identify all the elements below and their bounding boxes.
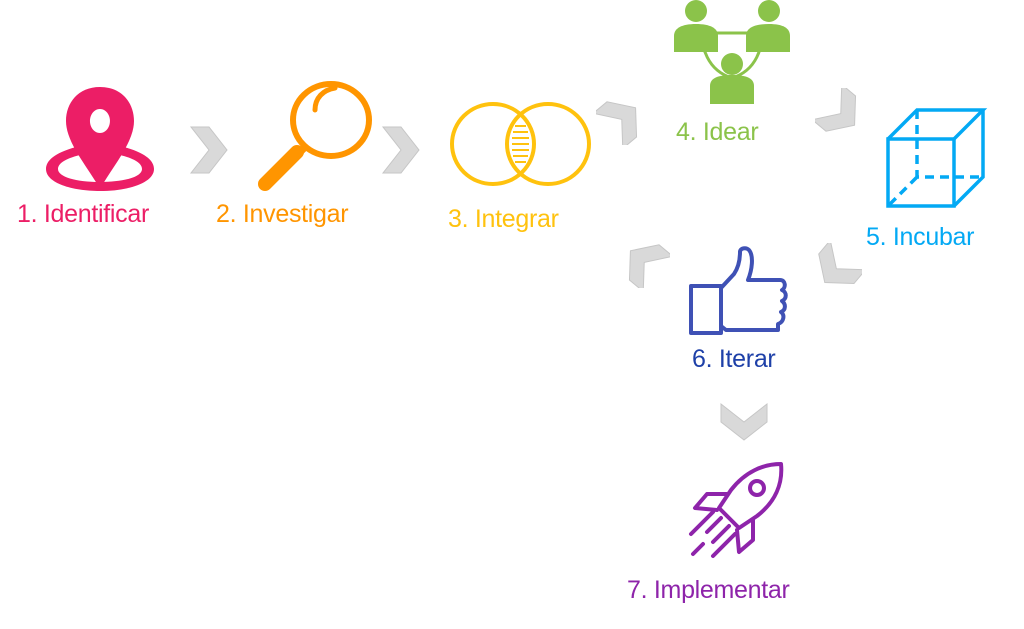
step-label-integrar: 3. Integrar bbox=[448, 205, 559, 233]
step-label-implementar: 7. Implementar bbox=[627, 576, 790, 604]
step-label-identificar: 1. Identificar bbox=[17, 200, 149, 228]
arrow-chevron-icon bbox=[720, 402, 768, 441]
map-pin-icon bbox=[46, 87, 154, 191]
arrow-chevron-icon bbox=[189, 126, 228, 174]
venn-icon bbox=[450, 102, 591, 186]
step-label-idear: 4. Idear bbox=[676, 118, 759, 146]
rocket-icon bbox=[689, 462, 784, 558]
arrow-chevron-icon bbox=[818, 243, 862, 285]
cube-icon bbox=[886, 108, 988, 208]
magnifier-icon bbox=[258, 81, 372, 191]
thumbs-up-icon bbox=[689, 246, 788, 335]
arrow-chevron-icon bbox=[596, 101, 638, 145]
step-label-incubar: 5. Incubar bbox=[866, 223, 975, 251]
step-label-iterar: 6. Iterar bbox=[692, 345, 776, 373]
arrow-chevron-icon bbox=[381, 126, 420, 174]
arrow-chevron-icon bbox=[628, 244, 670, 288]
step-label-investigar: 2. Investigar bbox=[216, 200, 349, 228]
arrow-chevron-icon bbox=[815, 88, 857, 132]
team-icon bbox=[674, 0, 790, 104]
